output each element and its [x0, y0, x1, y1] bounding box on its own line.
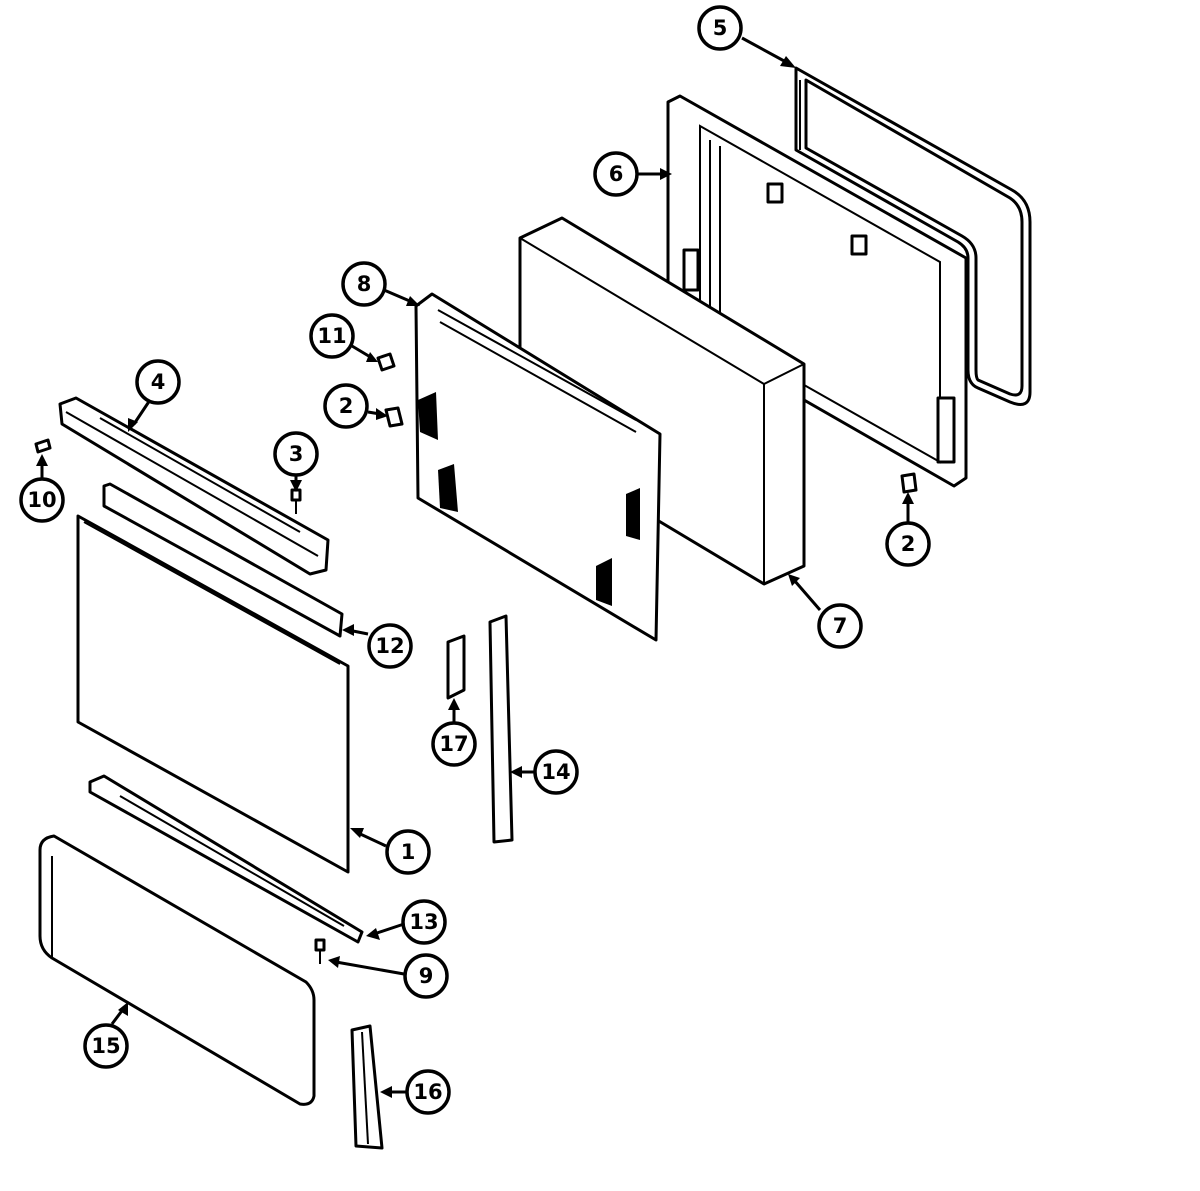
callout-6-label: 6 — [609, 162, 624, 186]
door-panel-part — [76, 514, 350, 874]
callout-5: 5 — [697, 5, 743, 51]
callout-2-left: 2 — [323, 383, 369, 429]
callout-1-label: 1 — [401, 840, 416, 864]
callout-7: 7 — [817, 603, 863, 649]
callout-9: 9 — [403, 953, 449, 999]
small-clip-part — [376, 352, 396, 372]
small-strip-part — [446, 634, 466, 700]
callout-17: 17 — [431, 721, 477, 767]
callout-2-right-label: 2 — [901, 532, 916, 556]
screw-top-part — [290, 488, 302, 514]
callout-3-label: 3 — [289, 442, 304, 466]
callout-12: 12 — [367, 623, 413, 669]
kick-panel-part — [38, 834, 316, 1106]
callout-13: 13 — [401, 899, 447, 945]
callout-9-label: 9 — [419, 964, 434, 988]
screw-left-part — [34, 438, 52, 454]
clip-right-part — [900, 472, 918, 494]
side-strip-part — [488, 614, 514, 844]
callout-8: 8 — [341, 261, 387, 307]
callout-14-label: 14 — [541, 760, 570, 784]
callout-10-label: 10 — [27, 488, 56, 512]
callout-1: 1 — [385, 829, 431, 875]
callout-3: 3 — [273, 431, 319, 477]
top-trim-part — [58, 396, 330, 576]
callout-13-label: 13 — [409, 910, 438, 934]
callout-2-right: 2 — [885, 521, 931, 567]
callout-15-label: 15 — [91, 1034, 120, 1058]
leader-lines — [36, 36, 914, 1098]
callout-2-left-label: 2 — [339, 394, 354, 418]
callout-8-label: 8 — [357, 272, 372, 296]
clip-left-part — [384, 406, 404, 428]
callout-5-label: 5 — [713, 16, 728, 40]
callout-16: 16 — [405, 1069, 451, 1115]
callout-10: 10 — [19, 477, 65, 523]
gasket-part — [794, 66, 1032, 406]
callout-4: 4 — [135, 359, 181, 405]
callout-6: 6 — [593, 151, 639, 197]
callout-4-label: 4 — [151, 370, 166, 394]
bracket-part — [350, 1024, 384, 1150]
inner-panel-part — [414, 292, 662, 642]
inner-door-frame-part — [666, 94, 968, 488]
callout-12-label: 12 — [375, 634, 404, 658]
bottom-rail-part — [88, 774, 364, 944]
callout-17-label: 17 — [439, 732, 468, 756]
callout-7-label: 7 — [833, 614, 848, 638]
callout-11-label: 11 — [317, 324, 346, 348]
callout-14: 14 — [533, 749, 579, 795]
callout-11: 11 — [309, 313, 355, 359]
callout-15: 15 — [83, 1023, 129, 1069]
trim-strip-part — [102, 482, 344, 638]
callout-16-label: 16 — [413, 1080, 442, 1104]
screw-bottom-part — [314, 938, 326, 964]
